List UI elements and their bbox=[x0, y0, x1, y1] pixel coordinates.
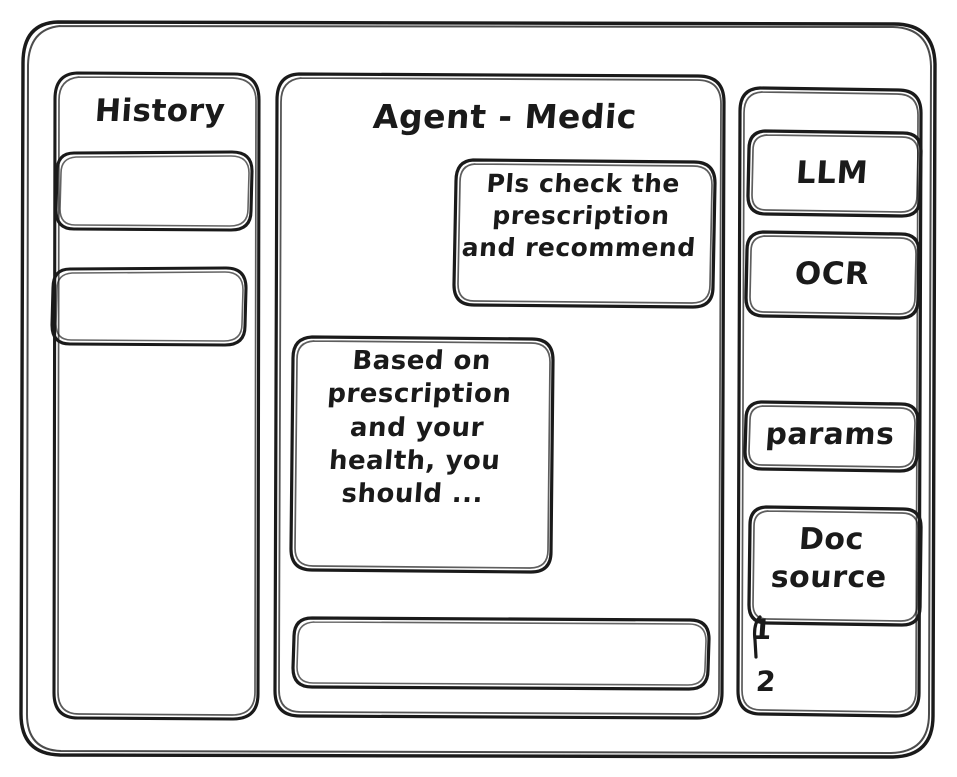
doc-source-connector bbox=[752, 615, 762, 659]
history-item-1[interactable] bbox=[56, 152, 252, 230]
history-panel-title: History bbox=[93, 93, 227, 129]
sidebar-panel-outline bbox=[736, 86, 923, 718]
agent-message-text: Based on prescription and your health, y… bbox=[326, 346, 513, 510]
user-message-bubble-outline bbox=[452, 158, 717, 309]
params-button-outline bbox=[743, 400, 920, 473]
history-item-1-outline bbox=[54, 150, 254, 232]
main-panel-outline bbox=[273, 72, 726, 720]
ocr-button-outline bbox=[744, 230, 921, 320]
doc-source-item-1[interactable]: 1 bbox=[750, 613, 774, 646]
composer-input-outline bbox=[291, 616, 711, 691]
user-message-text: Pls check the prescription and recommend bbox=[460, 169, 697, 262]
history-panel-outline bbox=[52, 71, 261, 721]
llm-button-outline bbox=[746, 129, 923, 218]
page-title: Agent - Medic bbox=[371, 97, 639, 136]
history-item-2-outline bbox=[50, 266, 248, 347]
llm-button[interactable]: LLM bbox=[794, 155, 870, 192]
params-button[interactable]: params bbox=[764, 416, 896, 452]
doc-source-box-outline bbox=[747, 505, 923, 627]
agent-message-bubble-outline bbox=[289, 335, 555, 574]
history-item-2[interactable] bbox=[52, 268, 246, 345]
ocr-button[interactable]: OCR bbox=[793, 256, 871, 293]
window-frame bbox=[19, 20, 937, 759]
composer-input[interactable] bbox=[293, 618, 709, 689]
doc-source-item-2[interactable]: 2 bbox=[754, 665, 778, 698]
doc-source-button[interactable]: Doc source bbox=[769, 522, 888, 596]
